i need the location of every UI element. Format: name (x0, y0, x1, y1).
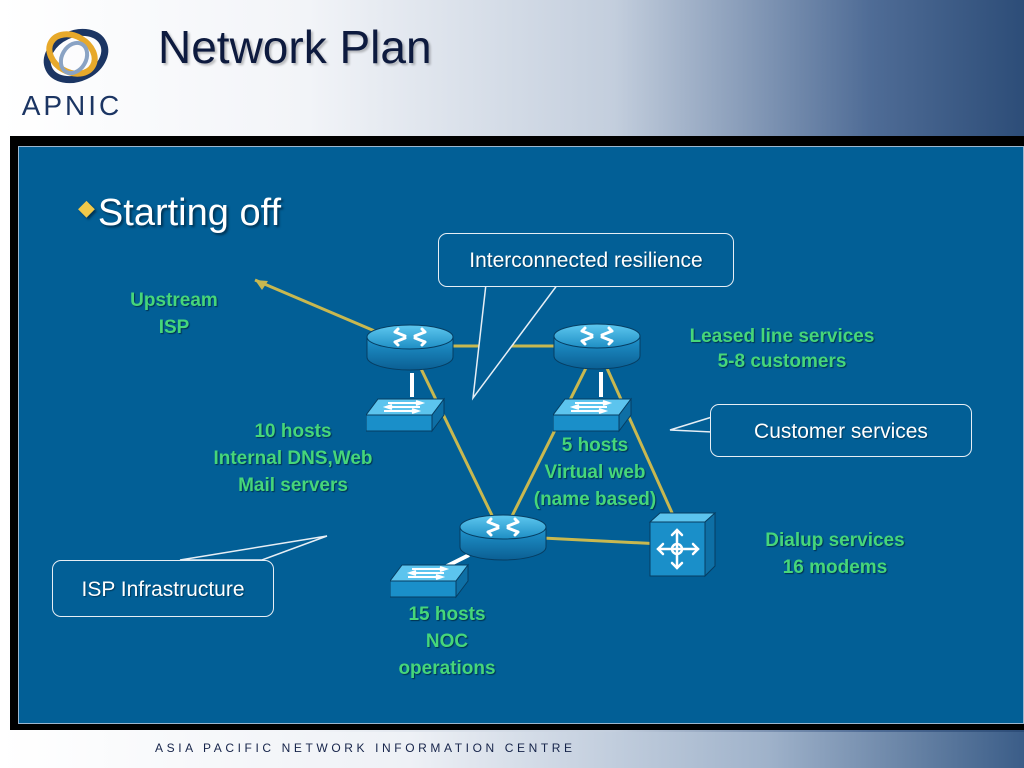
switch-2-icon (553, 398, 632, 432)
label-dialup: Dialup services 16 modems (765, 530, 905, 578)
page-title: Network Plan (158, 21, 432, 73)
link-r1-r3 (408, 345, 504, 537)
callout-pointers (179, 283, 713, 561)
footer-bar (0, 732, 1024, 768)
upstream-arrowhead (255, 280, 268, 290)
logo-text: APNIC (21, 90, 123, 121)
label-leased-line: Leased line services 5-8 customers (689, 326, 875, 372)
label-15-hosts: 15 hosts NOC operations (398, 604, 496, 679)
label-upstream-isp: Upstream ISP (130, 290, 218, 338)
callout-customer-services: Customer services (710, 404, 972, 457)
bullet-item: ◆Starting off (78, 192, 281, 235)
switch-3-icon (390, 564, 469, 598)
link-r2-r3 (500, 345, 599, 537)
bullet-text: Starting off (97, 192, 282, 234)
router-2-icon (552, 322, 642, 371)
link-r2-dialup (595, 345, 684, 536)
callout-interconnected-resilience: Interconnected resilience (438, 233, 734, 287)
apnic-logo-icon (43, 28, 109, 84)
router-3-icon (458, 513, 548, 562)
footer-text: ASIA PACIFIC NETWORK INFORMATION CENTRE (155, 741, 576, 755)
router-1-icon (365, 323, 455, 372)
callout-isp-infrastructure: ISP Infrastructure (52, 560, 274, 617)
label-5-hosts: 5 hosts Virtual web (name based) (533, 435, 657, 510)
diamond-bullet-icon: ◆ (78, 195, 95, 220)
label-10-hosts: 10 hosts Internal DNS,Web Mail servers (213, 421, 373, 496)
access-server-icon (648, 511, 717, 578)
